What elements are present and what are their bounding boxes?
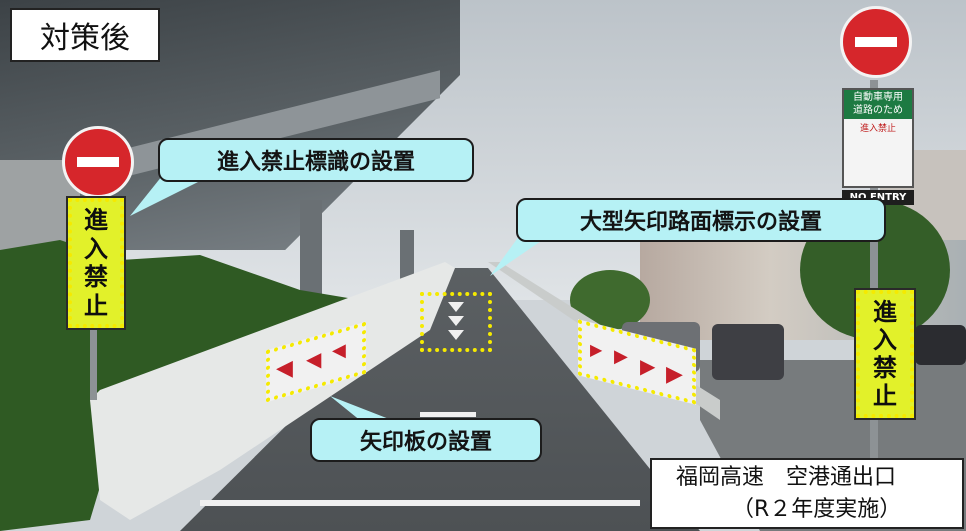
callout-road-arrow-marking: 大型矢印路面標示の設置 [516, 198, 886, 242]
road-arrow-icon [448, 302, 464, 312]
arrow-left-icon: ◀ [306, 347, 322, 371]
panel-char: 進 [873, 298, 897, 326]
photo-caption: 福岡高速 空港通出口 （R２年度実施） [650, 458, 964, 529]
sign-body-text: 進入禁止 [859, 124, 896, 134]
car [915, 325, 966, 365]
sign-pole-right [870, 80, 878, 460]
no-entry-sign-icon [62, 126, 134, 198]
arrow-right-icon: ▶ [590, 340, 603, 359]
road-arrow-highlight [420, 292, 492, 352]
caption-year: （R２年度実施） [732, 496, 902, 522]
callout-no-entry-sign: 進入禁止標識の設置 [158, 138, 474, 182]
no-entry-panel-right: 進 入 禁 止 [854, 288, 916, 420]
overpass-pillar [300, 200, 322, 300]
road-arrow-icon [448, 316, 464, 326]
panel-char: 止 [873, 382, 897, 410]
lane-line [200, 500, 640, 506]
sign-green-line: 道路のため [853, 104, 903, 116]
road-arrow-icon [448, 330, 464, 340]
panel-char: 禁 [873, 354, 897, 382]
car [712, 324, 784, 380]
arrow-left-icon: ◀ [276, 356, 293, 381]
page-title: 対策後 [10, 8, 160, 62]
caption-location: 福岡高速 空港通出口 [676, 464, 897, 490]
panel-char: 止 [84, 291, 108, 320]
panel-char: 禁 [84, 263, 108, 292]
arrow-left-icon: ◀ [332, 340, 346, 361]
panel-char: 入 [84, 234, 108, 263]
panel-char: 入 [873, 326, 897, 354]
arrow-right-icon: ▶ [614, 346, 628, 367]
lane-line [420, 412, 476, 417]
panel-char: 進 [84, 206, 108, 235]
no-entry-sign-icon [840, 6, 912, 78]
arrow-right-icon: ▶ [666, 362, 683, 387]
auto-only-road-sign: 自動車専用 道路のため 進入禁止 [842, 88, 914, 188]
no-entry-panel-left: 進 入 禁 止 [66, 196, 126, 330]
sign-green-line: 自動車専用 [853, 92, 903, 103]
arrow-right-icon: ▶ [640, 354, 656, 378]
callout-arrow-board: 矢印板の設置 [310, 418, 542, 462]
sign-green-header: 自動車専用 道路のため [844, 90, 912, 119]
